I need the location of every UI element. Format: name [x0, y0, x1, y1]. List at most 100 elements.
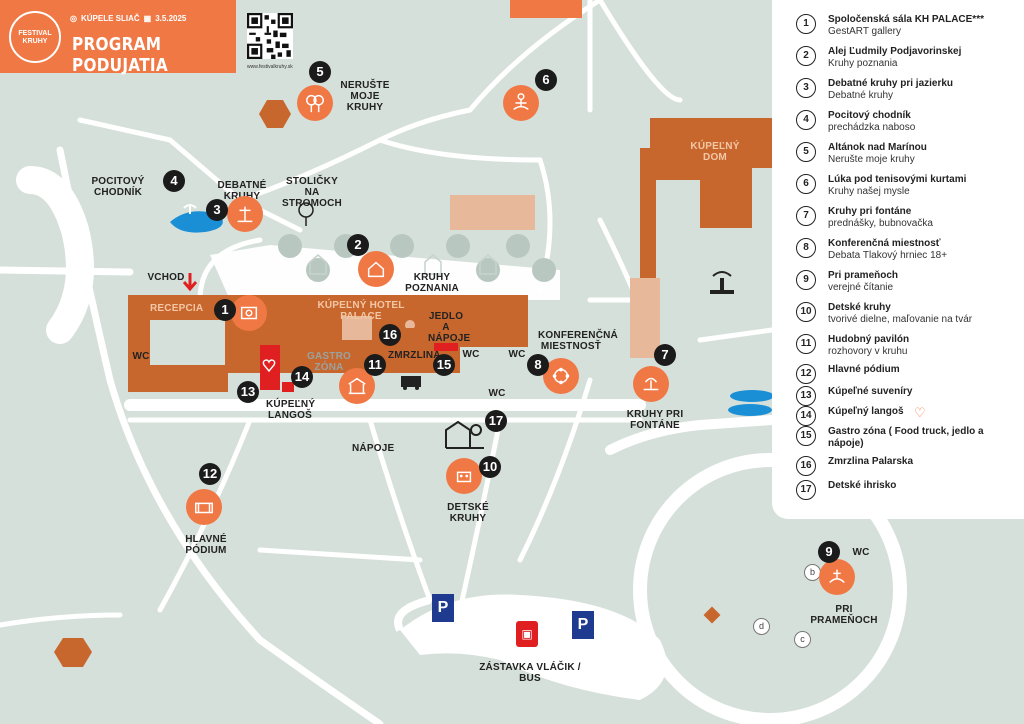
- marker-9[interactable]: 9: [818, 541, 840, 563]
- legend-number[interactable]: 17: [796, 480, 816, 500]
- parking-icon[interactable]: P: [572, 611, 594, 639]
- marker-6[interactable]: 6: [535, 69, 557, 91]
- label-wc: WC: [132, 351, 150, 362]
- pavilion-icon: [348, 377, 366, 395]
- legend-text: Kúpeľný langoš: [828, 406, 1018, 418]
- legend-title: Debatné kruhy pri jazierku: [828, 78, 954, 89]
- playground-icon: [445, 420, 484, 449]
- marker-14[interactable]: 14: [291, 366, 313, 388]
- legend-number[interactable]: 4: [796, 110, 816, 130]
- heart-icon[interactable]: [261, 351, 277, 381]
- parking-icon[interactable]: P: [432, 594, 454, 622]
- poi-sala[interactable]: [231, 295, 267, 331]
- poi-detske[interactable]: [446, 458, 482, 494]
- calendar-icon: ▦: [143, 14, 152, 23]
- legend-number[interactable]: 12: [796, 364, 816, 384]
- legend-number[interactable]: 6: [796, 174, 816, 194]
- people-circle-icon: [552, 367, 570, 385]
- poi-hlavne[interactable]: [186, 489, 222, 525]
- legend-item[interactable]: 12 Hlavné pódium: [796, 364, 1018, 384]
- legend-title: Hlavné pódium: [828, 364, 900, 375]
- marker-2[interactable]: 2: [347, 234, 369, 256]
- poi-fontana[interactable]: [633, 366, 669, 402]
- entry-arrow-icon: [182, 273, 198, 292]
- marker-11[interactable]: 11: [364, 354, 386, 376]
- legend-number[interactable]: 16: [796, 456, 816, 476]
- legend-number[interactable]: 5: [796, 142, 816, 162]
- souvenir-stall: [260, 345, 280, 390]
- marker-7[interactable]: 7: [654, 344, 676, 366]
- marker-4[interactable]: 4: [163, 170, 185, 192]
- marker-1[interactable]: 1: [214, 299, 236, 321]
- legend-number[interactable]: 9: [796, 270, 816, 290]
- marker-8[interactable]: 8: [527, 354, 549, 376]
- marker-12[interactable]: 12: [199, 463, 221, 485]
- legend-title: Spoločenská sála KH PALACE***: [828, 14, 984, 25]
- marker-10[interactable]: 10: [479, 456, 501, 478]
- festival-logo[interactable]: FESTIVAL KRUHY: [9, 11, 61, 63]
- legend-number[interactable]: 15: [796, 426, 816, 446]
- poi-alej[interactable]: [358, 251, 394, 287]
- marker-13[interactable]: 13: [237, 381, 259, 403]
- legend-number[interactable]: 3: [796, 78, 816, 98]
- marker-3[interactable]: 3: [206, 199, 228, 221]
- marker-17[interactable]: 17: [485, 410, 507, 432]
- legend-number[interactable]: 2: [796, 46, 816, 66]
- legend-title: Altánok nad Marínou: [828, 142, 927, 153]
- legend-item[interactable]: 15 Gastro zóna ( Food truck, jedlo a nápo…: [796, 426, 1018, 450]
- poi-luka[interactable]: [503, 85, 539, 121]
- hexagon-decoration: [54, 638, 92, 667]
- label-wc: WC: [852, 547, 870, 558]
- legend-title: Alej Ľudmily Podjavorinskej: [828, 46, 962, 57]
- poi-debatne[interactable]: [227, 196, 263, 232]
- legend-number[interactable]: 13: [796, 386, 816, 406]
- ice-cream-icon[interactable]: [401, 319, 419, 337]
- label-hotel: KÚPEĽNÝ HOTEL PALACE: [317, 300, 405, 322]
- legend-number[interactable]: 10: [796, 302, 816, 322]
- qr-code-icon[interactable]: [247, 13, 293, 59]
- legend-subtitle: Debata Tlakový hrniec 18+: [828, 250, 948, 261]
- label-neruste: NERUŠTE MOJE KRUHY: [340, 80, 390, 113]
- legend-number[interactable]: 11: [796, 334, 816, 354]
- marker-15[interactable]: 15: [433, 354, 455, 376]
- legend-number[interactable]: 8: [796, 238, 816, 258]
- website-url[interactable]: www.festivalkruhy.sk: [247, 64, 293, 70]
- poi-pramenoch[interactable]: [819, 559, 855, 595]
- legend-number[interactable]: 1: [796, 14, 816, 34]
- legend-subtitle: Debatné kruhy: [828, 90, 894, 101]
- legend-title: Pocitový chodník: [828, 110, 911, 121]
- legend-subtitle: rozhovory v kruhu: [828, 346, 908, 357]
- legend-number[interactable]: 7: [796, 206, 816, 226]
- label-wc: WC: [462, 349, 480, 360]
- label-recepcia: RECEPCIA: [150, 303, 204, 314]
- marker-16[interactable]: 16: [379, 324, 401, 346]
- legend-number[interactable]: 14: [796, 406, 816, 426]
- label-fontana: KRUHY PRI FONTÁNE: [626, 409, 684, 431]
- pond: [730, 390, 774, 402]
- poi-altanok[interactable]: [297, 85, 333, 121]
- marker-5[interactable]: 5: [309, 61, 331, 83]
- gallery-icon: [240, 306, 258, 320]
- legend-text: Gastro zóna ( Food truck, jedlo a nápoje…: [828, 426, 1018, 450]
- train-icon[interactable]: ▣: [516, 621, 538, 647]
- poi-konferencna[interactable]: [543, 358, 579, 394]
